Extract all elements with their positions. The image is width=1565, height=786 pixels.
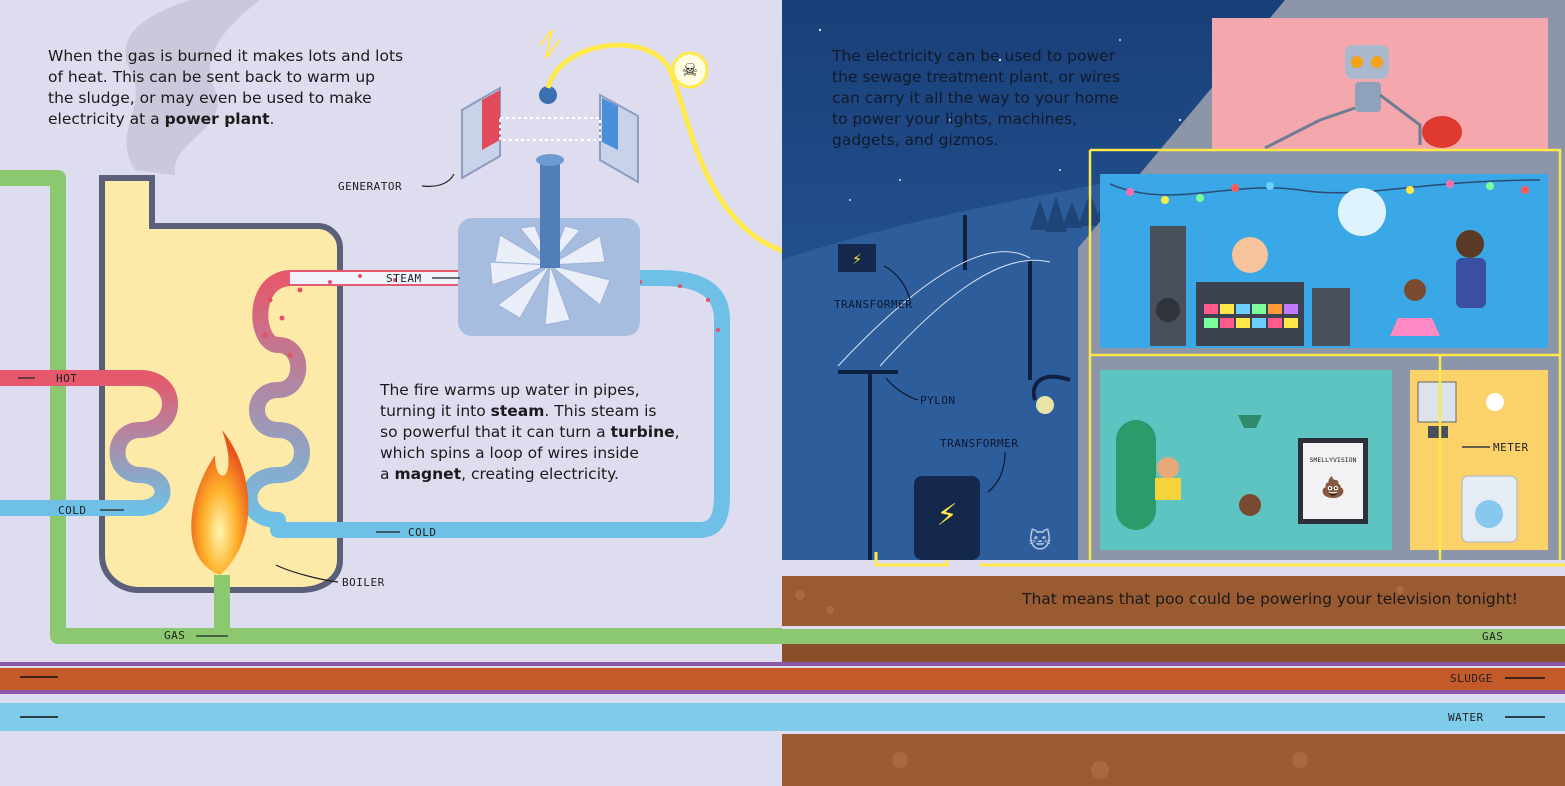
poo-icon: 💩: [1321, 475, 1346, 499]
gas-pipe-left: [0, 170, 782, 644]
cat-icon: 🐱: [1029, 528, 1052, 554]
steam-label: STEAM: [386, 272, 422, 285]
tv-screen-label: SMELLYVISION: [1310, 456, 1357, 464]
elec-line-3: can carry it all the way to your home: [832, 89, 1119, 107]
ground-wire: [874, 552, 1565, 567]
speaker-cone: [1156, 298, 1180, 322]
lightning-icon-large: ⚡: [936, 498, 957, 533]
elec-line-4: to power your lights, machines,: [832, 110, 1077, 128]
smoke-cloud: [125, 0, 261, 175]
baby: [1157, 457, 1179, 479]
light-bulb: [1486, 393, 1504, 411]
cold-pipe-segment: [0, 501, 120, 515]
turbine-blades: [489, 225, 611, 326]
heat-line-2: of heat. This can be sent back to warm u…: [48, 68, 375, 86]
boy-body: [1456, 258, 1486, 308]
elec-line-2: the sewage treatment plant, or wires: [832, 68, 1120, 86]
spark-icon: [539, 29, 561, 59]
speaker-small: [1312, 288, 1350, 346]
wire-loop: [499, 117, 601, 141]
transformer-top: [838, 244, 876, 272]
svg-text:☠: ☠: [682, 60, 698, 81]
fuse-box: [1417, 381, 1457, 423]
baby-shirt: [1155, 478, 1181, 500]
heat-line-4: electricity at a power plant.: [48, 110, 275, 128]
transformer-top-label: TRANSFORMER: [834, 298, 913, 311]
transformer-bottom: [914, 476, 980, 560]
sludge-pipe: [0, 668, 1565, 690]
ceiling-lamp: [1238, 415, 1262, 428]
flame: [191, 430, 249, 575]
hot-label: HOT: [56, 372, 78, 385]
street-lamp: [1031, 374, 1071, 401]
dancing-boy: [1456, 230, 1484, 258]
electric-meter: [1428, 426, 1448, 438]
girl-tablet: [1239, 494, 1261, 516]
water-pipe: [0, 703, 1565, 731]
pylon: [838, 215, 1032, 560]
stars: [818, 28, 1182, 201]
shaft-cap: [536, 154, 564, 166]
hill: [782, 180, 1120, 560]
magnet-red-pole: [482, 90, 500, 150]
disco-ball: [1338, 188, 1386, 236]
flow-arrows: [20, 635, 1546, 718]
generator-label: GENERATOR: [338, 180, 403, 193]
girl-tutu: [1390, 318, 1440, 336]
zapped-character: ☠: [671, 51, 709, 89]
generator-terminal: [539, 86, 557, 104]
dancing-girl: [1404, 279, 1426, 301]
cold-return-pipe: [270, 270, 730, 538]
soil-top: [782, 576, 1565, 626]
washing-drum: [1475, 500, 1503, 528]
boiler-label: BOILER: [342, 576, 385, 589]
house-wiring: [1088, 148, 1562, 560]
soil-bottom: [782, 734, 1565, 786]
sludge-label: SLUDGE: [1450, 672, 1493, 685]
hot-cold-pipe: [0, 370, 178, 516]
heat-line-1: When the gas is burned it makes lots and…: [48, 47, 404, 65]
steam-line-1: The fire warms up water in pipes,: [380, 381, 640, 399]
heat-intro-paragraph: When the gas is burned it makes lots and…: [48, 46, 448, 130]
elec-line-1: The electricity can be used to power: [832, 47, 1116, 65]
soil-band: [782, 644, 1565, 662]
label-arrows-right: [883, 265, 1490, 493]
steam-line-2: turning it into steam. This steam is: [380, 402, 657, 420]
poo-tv-caption: That means that poo could be powering yo…: [1022, 590, 1518, 608]
power-lines: [837, 251, 1051, 367]
speaker-tall: [1150, 226, 1186, 346]
transformer-bottom-label: TRANSFORMER: [940, 437, 1019, 450]
cold-label-pipe: COLD: [408, 526, 437, 539]
turbine-shaft: [540, 160, 560, 268]
robot-vacuuming: [1264, 45, 1462, 150]
heat-line-3: the sludge, or may even be used to make: [48, 89, 372, 107]
elec-line-5: gadgets, and gizmos.: [832, 131, 999, 149]
steam-explain-paragraph: The fire warms up water in pipes, turnin…: [380, 380, 710, 485]
steam-line-5: a magnet, creating electricity.: [380, 465, 619, 483]
tv-screen: [1303, 443, 1363, 519]
meter-label: METER: [1493, 441, 1529, 454]
gas-label-right: GAS: [1482, 630, 1504, 643]
electricity-intro-paragraph: The electricity can be used to power the…: [832, 46, 1172, 151]
gas-pipe-right: [782, 629, 1565, 644]
lightning-icon: ⚡: [852, 252, 862, 268]
steam-line-3: so powerful that it can turn a turbine,: [380, 423, 680, 441]
gas-label-left: GAS: [164, 629, 186, 642]
steam-line-4: which spins a loop of wires inside: [380, 444, 639, 462]
label-arrows-left: [18, 173, 460, 637]
dj-person: [1232, 237, 1268, 273]
lamp-light: [1036, 396, 1054, 414]
dj-lights-panel: [1204, 304, 1298, 328]
cold-label-left: COLD: [58, 504, 87, 517]
divider-line-2: [0, 690, 1565, 694]
magnet-blue-pole: [602, 98, 618, 150]
divider-line: [0, 662, 1565, 666]
pylon-label: PYLON: [920, 394, 956, 407]
soil-pebbles: [795, 586, 1404, 779]
armchair: [1116, 420, 1156, 530]
party-lights: [1109, 179, 1541, 204]
hot-pipe-segment: [0, 371, 120, 385]
water-label: WATER: [1448, 711, 1484, 724]
